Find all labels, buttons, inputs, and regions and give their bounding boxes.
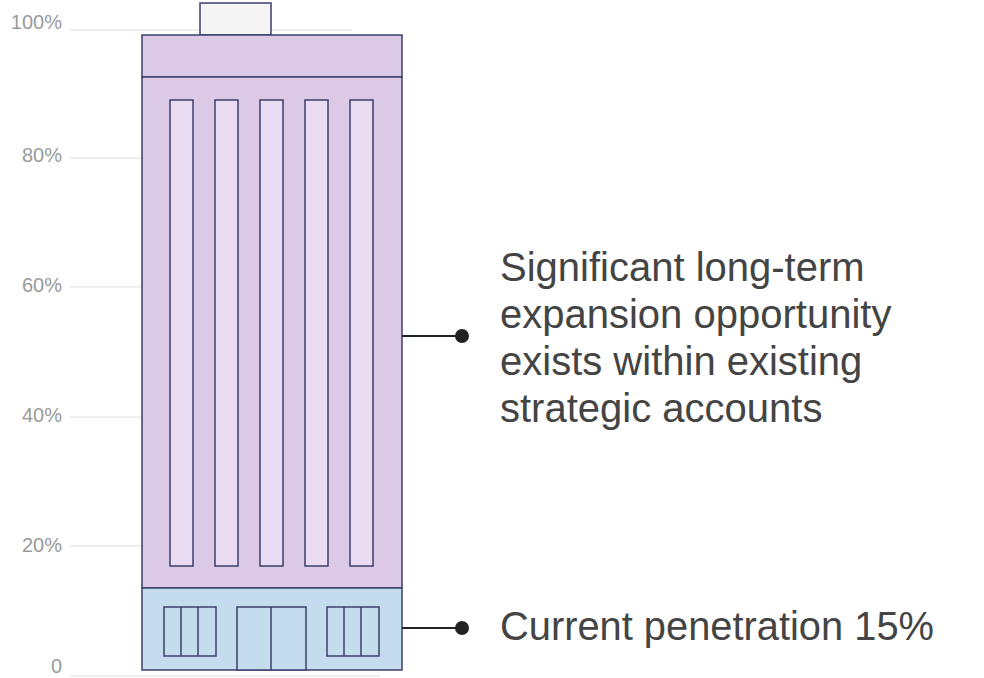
- window-column: [260, 100, 283, 566]
- leader-line: [402, 627, 462, 629]
- axis-tick-label: 100%: [2, 11, 62, 34]
- callout-text: Current penetration 15%: [500, 603, 980, 650]
- roof-band: [142, 35, 402, 77]
- window-column: [350, 100, 373, 566]
- axis-tick-label: 0: [2, 655, 62, 678]
- window-column: [305, 100, 328, 566]
- gridline: [70, 676, 380, 677]
- leader-dot: [456, 330, 468, 342]
- window-column: [170, 100, 193, 566]
- leader-line: [402, 335, 462, 337]
- building-base: [142, 588, 402, 670]
- base-window: [327, 607, 379, 656]
- callout-text: Significant long-term expansion opportun…: [500, 244, 970, 432]
- door-split: [270, 607, 272, 670]
- leader-dot: [456, 622, 468, 634]
- axis-tick-label: 80%: [2, 144, 62, 167]
- axis-tick-label: 40%: [2, 404, 62, 427]
- window-mullion: [180, 607, 182, 656]
- entrance-door: [237, 607, 306, 670]
- window-mullion: [343, 607, 345, 656]
- axis-tick-label: 20%: [2, 534, 62, 557]
- window-column: [215, 100, 238, 566]
- window-mullion: [197, 607, 199, 656]
- base-window: [164, 607, 216, 656]
- axis-tick-label: 60%: [2, 274, 62, 297]
- window-mullion: [360, 607, 362, 656]
- roof-cap: [200, 3, 271, 35]
- building-body: [142, 77, 402, 588]
